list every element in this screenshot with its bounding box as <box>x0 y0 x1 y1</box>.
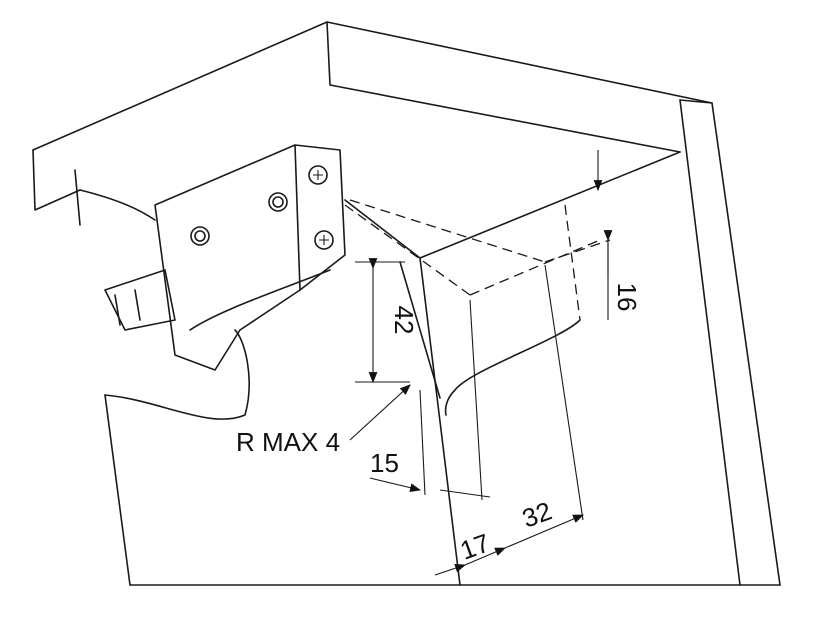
hinge-bracket <box>74 144 346 371</box>
dim-32-label: 32 <box>518 496 555 534</box>
dim-17-label: 17 <box>456 528 493 566</box>
cabinet-side-panel <box>104 99 781 586</box>
screw-icon <box>314 230 334 250</box>
screw-icon <box>308 165 328 185</box>
dimension-lines <box>349 150 613 576</box>
dim-42-label: 42 <box>389 306 419 335</box>
dim-15-label: 15 <box>370 448 399 478</box>
hidden-lines <box>344 199 611 416</box>
cabinet-top-panel <box>32 21 713 259</box>
dim-16-label: 16 <box>612 283 642 312</box>
radius-label: R MAX 4 <box>236 427 340 457</box>
